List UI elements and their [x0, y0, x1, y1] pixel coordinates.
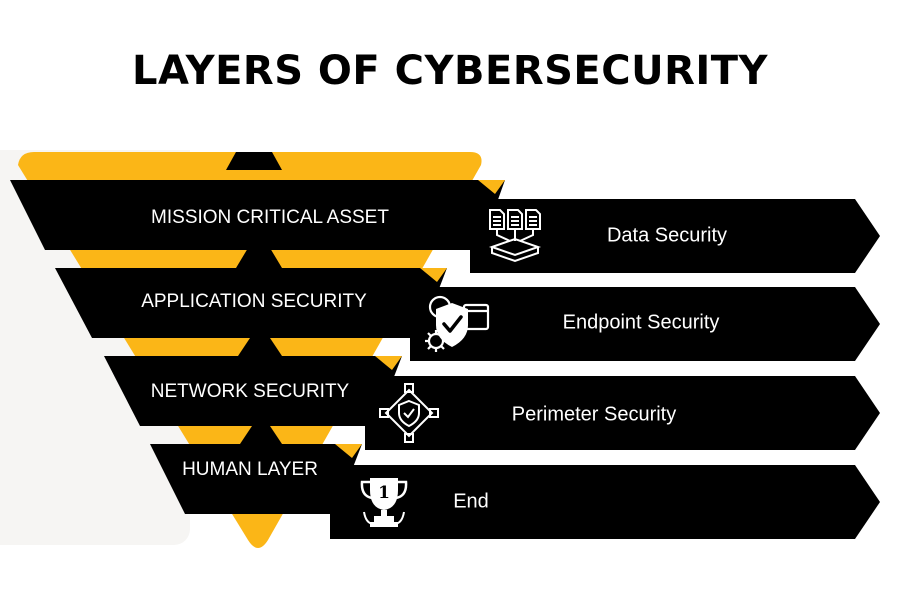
result-arrow-4: [330, 465, 880, 539]
result-arrow-2: [410, 287, 880, 361]
endpoint-gear-shield-icon: [425, 295, 490, 352]
result-label-data-security: Data Security: [606, 224, 728, 247]
page-title: LAYERS OF CYBERSECURITY: [131, 48, 769, 94]
layer-band-1: [10, 180, 505, 250]
perimeter-shield-icon: [379, 383, 439, 443]
data-stack-icon: [488, 209, 542, 263]
result-label-endpoint-security: Endpoint Security: [562, 311, 720, 334]
result-arrow-1: [470, 199, 880, 273]
result-label-perimeter-security: Perimeter Security: [511, 403, 677, 426]
layer-band-3: [104, 356, 402, 426]
funnel-notch: [238, 338, 282, 356]
funnel-notch: [240, 426, 282, 444]
layer-band-4: [150, 444, 362, 514]
layer-band-2: [55, 268, 447, 338]
svg-text:1: 1: [378, 483, 390, 503]
layer-label-network-security: NETWORK SECURITY: [150, 381, 350, 402]
funnel-notch: [226, 152, 282, 170]
result-label-end: End: [453, 490, 489, 513]
trophy-icon: 1: [360, 478, 408, 527]
layer-label-mission-critical-asset: MISSION CRITICAL ASSET: [151, 207, 389, 228]
layer-label-application-security: APPLICATION SECURITY: [141, 291, 367, 312]
funnel-notch: [236, 248, 282, 268]
result-arrow-3: [365, 376, 880, 450]
layer-label-human-layer: HUMAN LAYER: [182, 459, 318, 480]
